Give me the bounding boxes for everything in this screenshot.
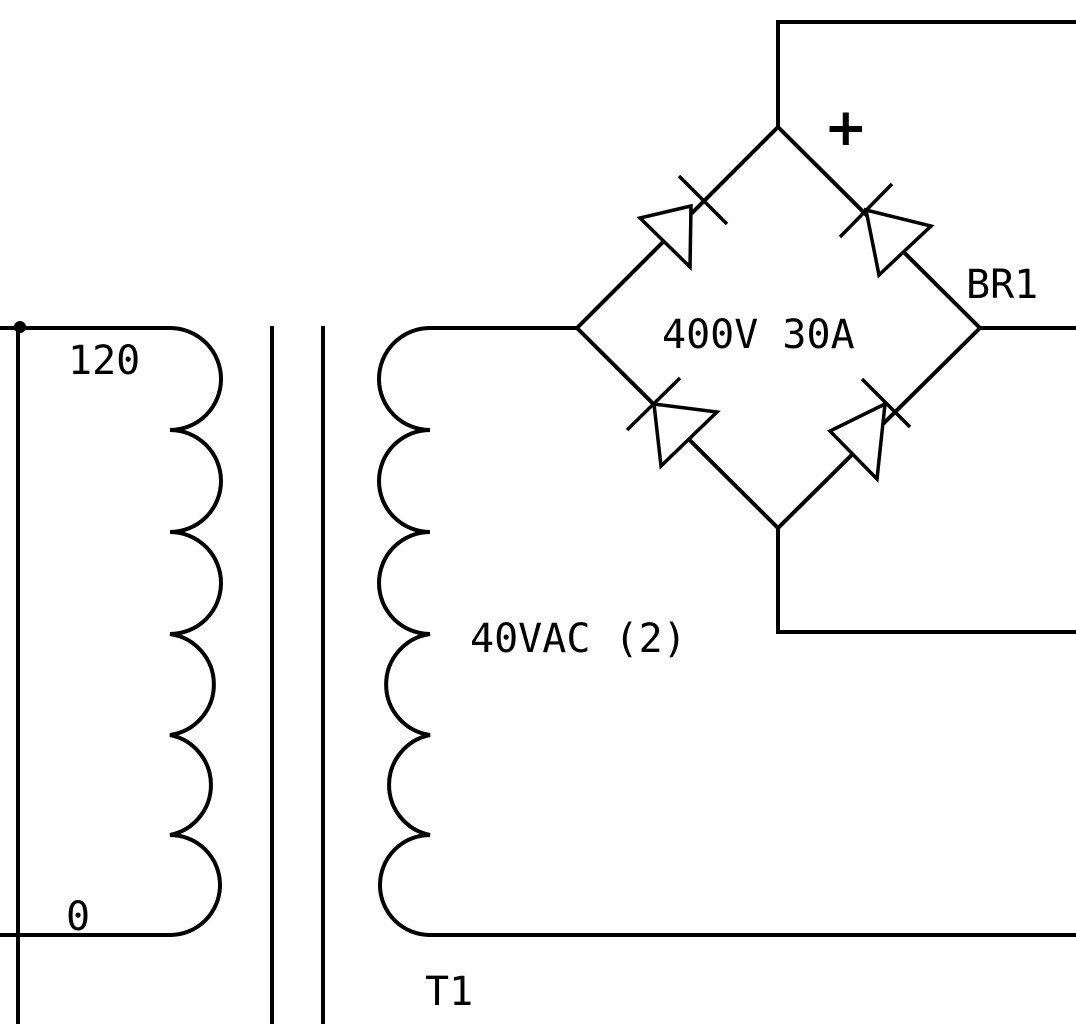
- secondary-wiring: [428, 326, 1076, 937]
- secondary-winding: [377, 326, 431, 937]
- primary-wiring: [0, 321, 172, 1024]
- diode-lower-right: [827, 377, 912, 483]
- secondary-rating-label: 40VAC (2): [470, 616, 687, 662]
- positive-mark: +: [824, 98, 868, 158]
- bridge-rating-label: 400V 30A: [662, 312, 855, 358]
- bridge-ref-label: BR1: [966, 262, 1038, 308]
- transformer-core: [270, 326, 325, 1024]
- primary-winding: [169, 326, 223, 937]
- tap-label-0: 0: [66, 894, 90, 940]
- transformer-ref-label: T1: [425, 969, 473, 1015]
- tap-label-120: 120: [68, 338, 140, 384]
- diode-upper-left: [636, 174, 729, 272]
- bridge-rectifier: [574, 20, 1076, 634]
- junction-dot: [14, 321, 26, 333]
- diode-upper-right: [838, 182, 935, 279]
- diode-lower-left: [625, 376, 721, 470]
